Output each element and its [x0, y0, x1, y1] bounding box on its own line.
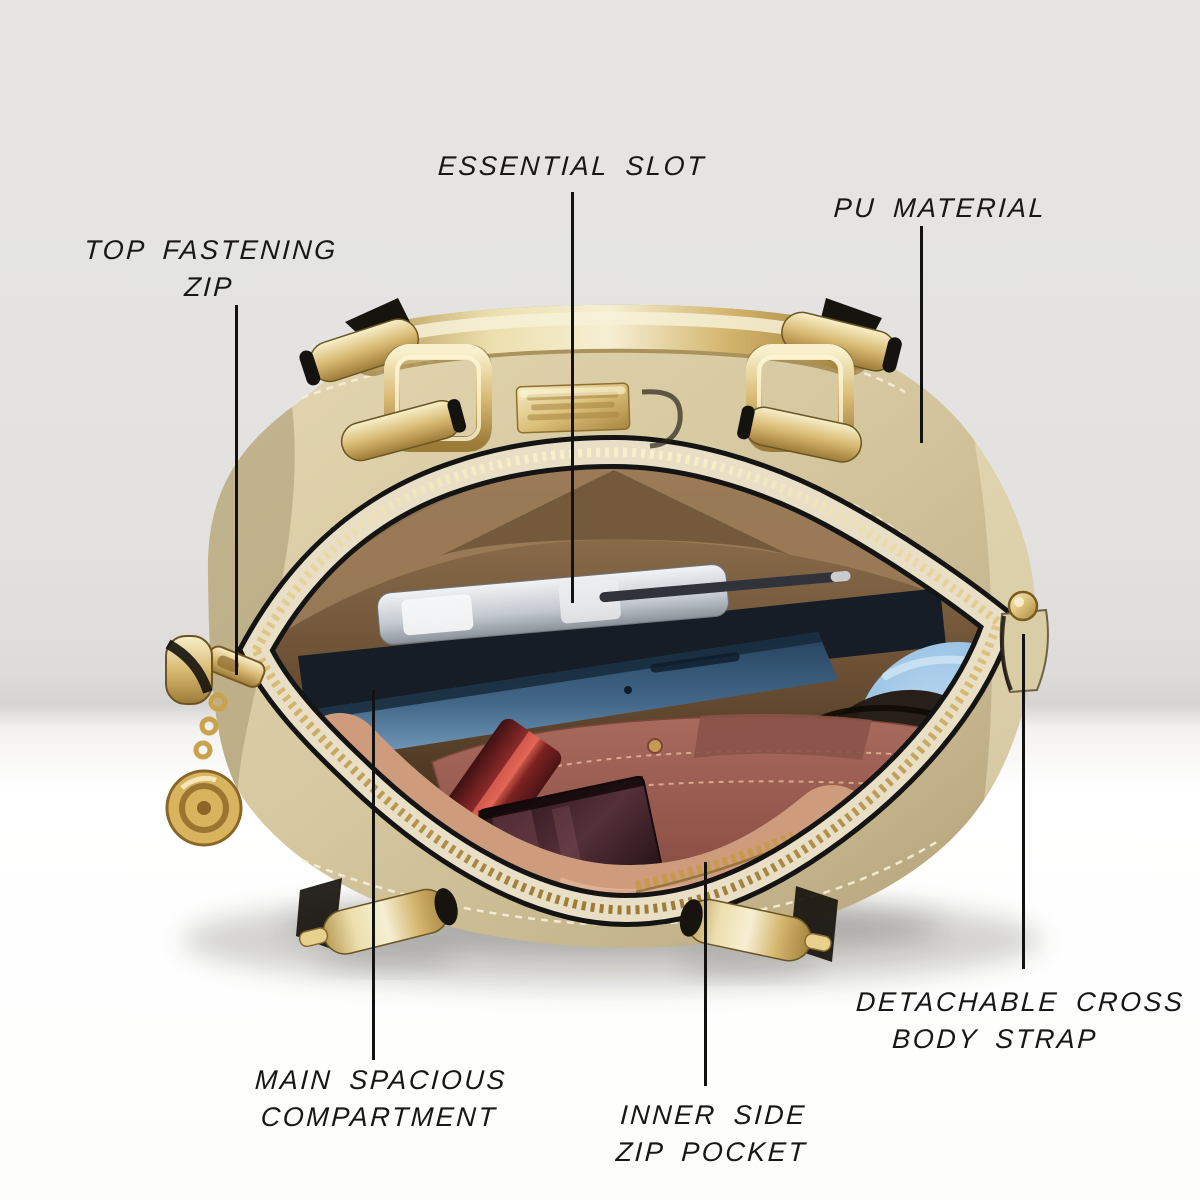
label-top-fastening-zip: TOP FASTENING ZIP	[58, 232, 362, 306]
label-pu-material: PU MATERIAL	[819, 190, 1061, 227]
label-line: COMPARTMENT	[260, 1102, 499, 1132]
pen-case	[377, 564, 851, 646]
label-line: ZIP POCKET	[615, 1137, 809, 1167]
left-handle-end	[296, 878, 458, 968]
left-handle-ring	[299, 298, 492, 462]
leader-top-fastening-zip	[235, 305, 238, 675]
label-line: TOP FASTENING	[83, 235, 339, 265]
label-detachable-cross-body-strap: DETACHABLE CROSS BODY STRAP	[853, 984, 1186, 1058]
label-line: INNER SIDE	[619, 1100, 808, 1130]
leader-inner-zip-pocket	[704, 862, 707, 1086]
zip-teeth	[250, 447, 1004, 915]
label-line: ESSENTIAL SLOT	[437, 151, 707, 181]
interior-lining	[256, 462, 998, 650]
zipper-charm	[165, 769, 243, 847]
label-line: PU MATERIAL	[832, 193, 1048, 223]
left-strap-stud	[165, 635, 213, 705]
label-line: DETACHABLE CROSS	[855, 987, 1186, 1017]
label-line: MAIN SPACIOUS	[254, 1065, 508, 1095]
leader-main-compartment	[372, 690, 375, 1060]
label-line: BODY STRAP	[891, 1024, 1099, 1054]
leader-cross-body-strap	[1022, 634, 1025, 969]
label-main-spacious-compartment: MAIN SPACIOUS COMPARTMENT	[243, 1062, 517, 1136]
label-line: ZIP	[183, 272, 235, 302]
right-handle-end	[678, 886, 838, 974]
leader-essential-slot	[571, 192, 574, 603]
label-inner-side-zip-pocket: INNER SIDE ZIP POCKET	[603, 1097, 822, 1171]
smartphone	[284, 632, 838, 764]
label-essential-slot: ESSENTIAL SLOT	[419, 148, 725, 185]
leader-pu-material	[920, 226, 923, 443]
right-handle-ring	[737, 298, 902, 463]
essential-slot-band	[298, 588, 946, 716]
